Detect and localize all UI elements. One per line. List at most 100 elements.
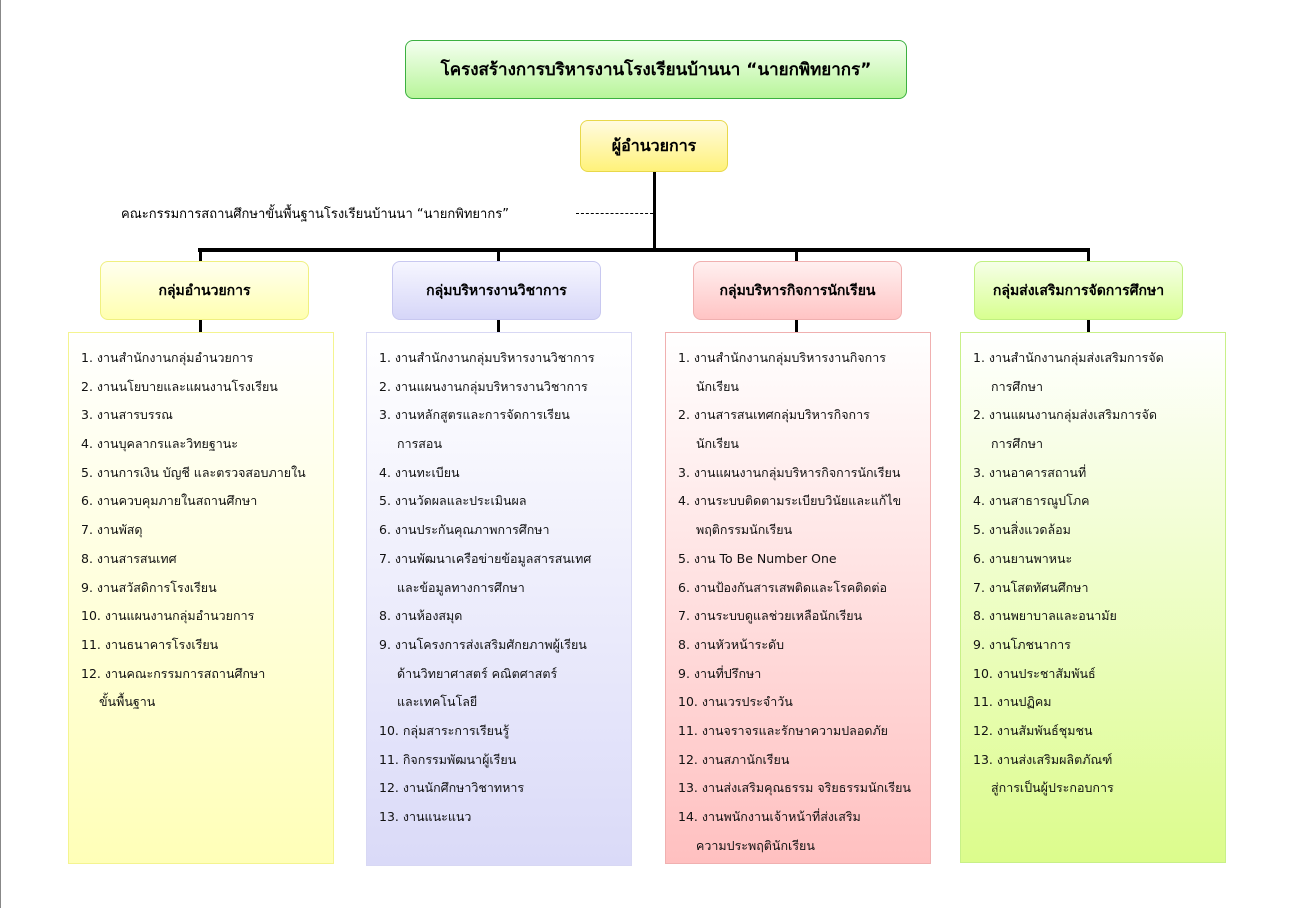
task-item: 6. งานป้องกันสารเสพติดและโรคติดต่อ xyxy=(678,574,930,603)
task-item-label: 13. งานแนะแนว xyxy=(379,809,472,824)
task-item: 4. งานบุคลากรและวิทยฐานะ xyxy=(81,430,333,459)
task-item: 12. งานนักศึกษาวิชาทหาร xyxy=(379,774,631,803)
task-item: 10. งานเวรประจำวัน xyxy=(678,688,930,717)
task-item-label: 3. งานแผนงานกลุ่มบริหารกิจการนักเรียน xyxy=(678,464,901,480)
task-item: 8. งานห้องสมุด xyxy=(379,602,631,631)
committee-label: คณะกรรมการสถานศึกษาขั้นพื้นฐานโรงเรียนบ้… xyxy=(121,207,509,222)
task-item-label: 12. งานสัมพันธ์ชุมชน xyxy=(973,722,1093,738)
group-academic: กลุ่มบริหารงานวิชาการ xyxy=(392,261,601,320)
task-item: 4. งานระบบติดตามระเบียบวินัยและแก้ไขพฤติ… xyxy=(678,487,930,544)
task-item-label: 11. งานปฏิคม xyxy=(973,694,1052,710)
task-item: 3. งานสารบรรณ xyxy=(81,401,333,430)
task-item: 6. งานประกันคุณภาพการศึกษา xyxy=(379,516,631,545)
task-item: 9. งานสวัสดิการโรงเรียน xyxy=(81,574,333,603)
task-item: 13. งานส่งเสริมผลิตภัณฑ์สู่การเป็นผู้ประ… xyxy=(973,746,1225,803)
task-item-label: 4. งานสาธารณูปโภค xyxy=(973,493,1090,509)
task-item-label: 13. งานส่งเสริมผลิตภัณฑ์ xyxy=(973,751,1113,767)
task-item: 2. งานสารสนเทศกลุ่มบริหารกิจการนักเรียน xyxy=(678,401,930,458)
task-item: 5. งานสิ่งแวดล้อม xyxy=(973,516,1225,545)
connector-list-0 xyxy=(199,320,202,332)
task-item: 12. งานสัมพันธ์ชุมชน xyxy=(973,717,1225,746)
task-item: 1. งานสำนักงานกลุ่มบริหารงานวิชาการ xyxy=(379,344,631,373)
task-item-continuation: นักเรียน xyxy=(696,378,739,394)
task-item-label: 4. งานทะเบียน xyxy=(379,464,460,480)
task-item-continuation: ด้านวิทยาศาสตร์ คณิตศาสตร์ xyxy=(397,665,558,681)
task-item-label: 14. งานพนักงานเจ้าหน้าที่ส่งเสริม xyxy=(678,809,861,824)
task-item-continuation: และข้อมูลทางการศึกษา xyxy=(397,579,525,595)
task-item: 10. งานประชาสัมพันธ์ xyxy=(973,660,1225,689)
task-item: 4. งานทะเบียน xyxy=(379,459,631,488)
task-item: 2. งานนโยบายและแผนงานโรงเรียน xyxy=(81,373,333,402)
task-item-label: 5. งานวัดผลและประเมินผล xyxy=(379,493,527,509)
task-item: 2. งานแผนงานกลุ่มบริหารงานวิชาการ xyxy=(379,373,631,402)
task-item: 2. งานแผนงานกลุ่มส่งเสริมการจัดการศึกษา xyxy=(973,401,1225,458)
task-item-continuation: การศึกษา xyxy=(991,436,1044,452)
task-item-continuation: การศึกษา xyxy=(991,378,1044,394)
task-item: 3. งานแผนงานกลุ่มบริหารกิจการนักเรียน xyxy=(678,459,930,488)
director-box: ผู้อำนวยการ xyxy=(580,120,728,172)
task-item-label: 5. งานการเงิน บัญชี และตรวจสอบภายใน xyxy=(81,464,306,480)
task-item: 11. กิจกรรมพัฒนาผู้เรียน xyxy=(379,746,631,775)
horizontal-bus xyxy=(198,248,1090,252)
task-item-label: 12. งานสภานักเรียน xyxy=(678,751,790,767)
task-list-academic: 1. งานสำนักงานกลุ่มบริหารงานวิชาการ 2. งา… xyxy=(366,332,632,866)
task-item-continuation: พฤติกรรมนักเรียน xyxy=(696,522,793,538)
task-item-label: 8. งานสารสนเทศ xyxy=(81,550,177,566)
task-item-label: 7. งานระบบดูแลช่วยเหลือนักเรียน xyxy=(678,608,863,624)
task-item-label: 12. งานคณะกรรมการสถานศึกษา xyxy=(81,665,266,681)
task-item-label: 6. งานป้องกันสารเสพติดและโรคติดต่อ xyxy=(678,579,888,595)
task-item: 5. งานการเงิน บัญชี และตรวจสอบภายใน xyxy=(81,459,333,488)
connector-group-1 xyxy=(497,250,500,261)
task-item-label: 9. งานโภชนาการ xyxy=(973,636,1071,652)
task-item: 7. งานระบบดูแลช่วยเหลือนักเรียน xyxy=(678,602,930,631)
task-item: 6. งานควบคุมภายในสถานศึกษา xyxy=(81,487,333,516)
task-list-administration: 1. งานสำนักงานกลุ่มอำนวยการ 2. งานนโยบายแ… xyxy=(68,332,334,864)
task-item-label: 2. งานแผนงานกลุ่มส่งเสริมการจัด xyxy=(973,407,1157,423)
connector-group-2 xyxy=(795,250,798,261)
task-item: 4. งานสาธารณูปโภค xyxy=(973,487,1225,516)
task-item: 11. งานจราจรและรักษาความปลอดภัย xyxy=(678,717,930,746)
task-item-label: 3. งานหลักสูตรและการจัดการเรียน xyxy=(379,407,570,423)
task-item-label: 1. งานสำนักงานกลุ่มอำนวยการ xyxy=(81,350,254,365)
task-item-label: 7. งานโสตทัศนศึกษา xyxy=(973,579,1089,595)
task-item-label: 8. งานหัวหน้าระดับ xyxy=(678,636,785,652)
task-item-label: 12. งานนักศึกษาวิชาทหาร xyxy=(379,780,525,796)
connector-group-3 xyxy=(1087,250,1090,261)
task-item-label: 7. งานพัฒนาเครือข่ายข้อมูลสารสนเทศ xyxy=(379,550,592,566)
task-item: 10. งานแผนงานกลุ่มอำนวยการ xyxy=(81,602,333,631)
task-item-label: 7. งานพัสดุ xyxy=(81,522,143,538)
connector-group-0 xyxy=(199,250,202,261)
task-item-label: 2. งานแผนงานกลุ่มบริหารงานวิชาการ xyxy=(379,378,588,394)
group-education-support: กลุ่มส่งเสริมการจัดการศึกษา xyxy=(974,261,1183,320)
task-item-label: 6. งานยานพาหนะ xyxy=(973,550,1073,566)
task-item-continuation: ขั้นพื้นฐาน xyxy=(99,694,156,710)
task-item: 7. งานโสตทัศนศึกษา xyxy=(973,574,1225,603)
task-item-label: 3. งานอาคารสถานที่ xyxy=(973,464,1087,480)
task-item-label: 10. งานเวรประจำวัน xyxy=(678,694,793,710)
task-item: 6. งานยานพาหนะ xyxy=(973,545,1225,574)
task-item: 5. งานวัดผลและประเมินผล xyxy=(379,487,631,516)
task-item: 1. งานสำนักงานกลุ่มบริหารงานกิจการนักเรี… xyxy=(678,344,930,401)
task-item-label: 8. งานพยาบาลและอนามัย xyxy=(973,608,1117,624)
task-item-label: 1. งานสำนักงานกลุ่มบริหารงานวิชาการ xyxy=(379,350,595,365)
task-item-label: 9. งานโครงการส่งเสริมศักยภาพผู้เรียน xyxy=(379,636,587,652)
task-item-continuation: นักเรียน xyxy=(696,436,739,452)
task-item-label: 13. งานส่งเสริมคุณธรรม จริยธรรมนักเรียน xyxy=(678,780,911,796)
group-student-affairs: กลุ่มบริหารกิจการนักเรียน xyxy=(693,261,902,320)
task-item: 9. งานโภชนาการ xyxy=(973,631,1225,660)
task-item-label: 11. งานธนาคารโรงเรียน xyxy=(81,636,219,652)
task-item-label: 11. กิจกรรมพัฒนาผู้เรียน xyxy=(379,751,517,767)
task-item-label: 10. กลุ่มสาระการเรียนรู้ xyxy=(379,722,510,738)
task-item: 3. งานหลักสูตรและการจัดการเรียนการสอน xyxy=(379,401,631,458)
task-item: 8. งานสารสนเทศ xyxy=(81,545,333,574)
task-item-label: 4. งานระบบติดตามระเบียบวินัยและแก้ไข xyxy=(678,493,902,509)
connector-list-3 xyxy=(1087,320,1090,332)
task-item: 1. งานสำนักงานกลุ่มส่งเสริมการจัดการศึกษ… xyxy=(973,344,1225,401)
task-item-label: 10. งานประชาสัมพันธ์ xyxy=(973,665,1096,681)
task-item-continuation: การสอน xyxy=(397,436,442,452)
task-item-label: 9. งานสวัสดิการโรงเรียน xyxy=(81,579,217,595)
task-item: 3. งานอาคารสถานที่ xyxy=(973,459,1225,488)
task-item: 13. งานส่งเสริมคุณธรรม จริยธรรมนักเรียน xyxy=(678,774,930,803)
task-item: 14. งานพนักงานเจ้าหน้าที่ส่งเสริมความประ… xyxy=(678,803,930,860)
task-item: 1. งานสำนักงานกลุ่มอำนวยการ xyxy=(81,344,333,373)
